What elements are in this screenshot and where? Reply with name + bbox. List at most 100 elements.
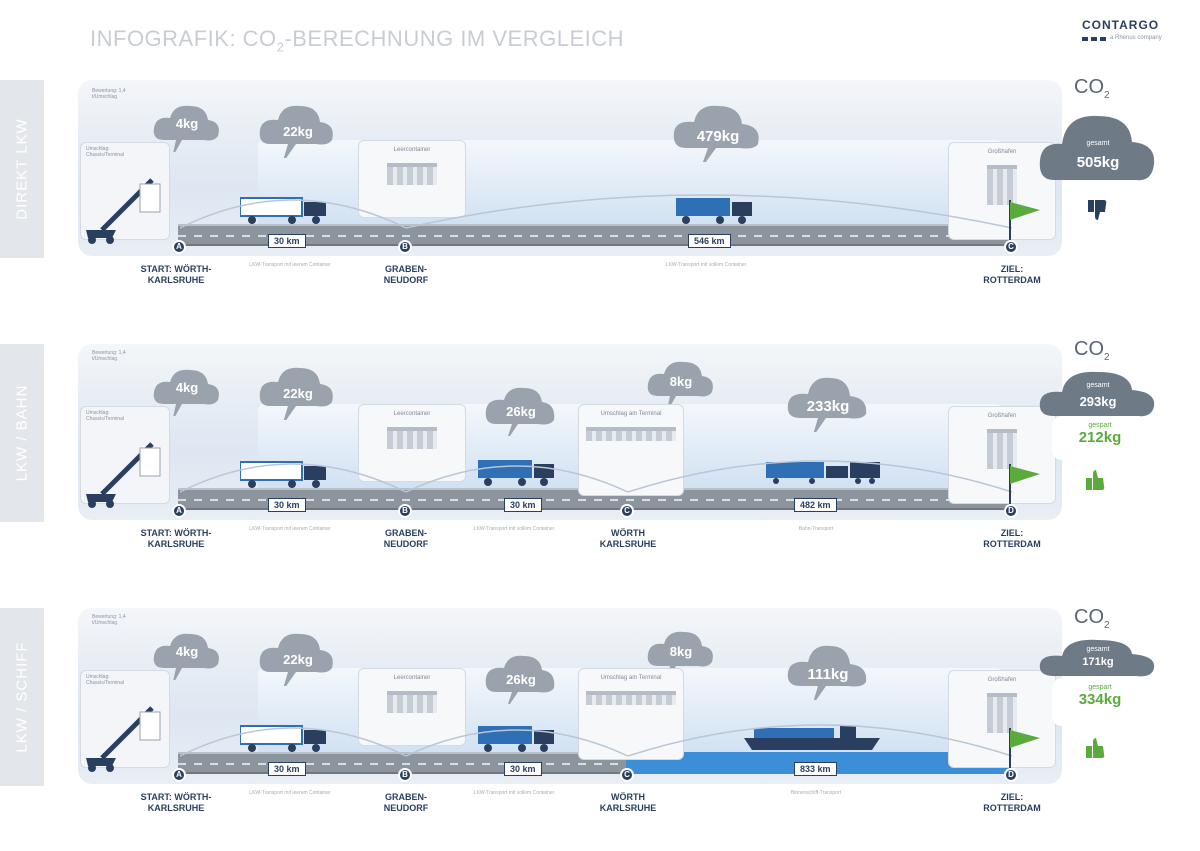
waypoint-c: C: [620, 504, 634, 518]
contargo-logo: CONTARGO a Rhenus company: [1082, 18, 1178, 52]
co2-cloud-icon: [259, 105, 333, 158]
co2-title: CO2: [1074, 338, 1110, 363]
train-icon: [766, 462, 880, 484]
transport-note: LKW-Transport mit leerem Container: [249, 790, 331, 796]
transport-note: LKW-Transport mit leerem Container: [249, 526, 331, 532]
crane-rail-icon: [586, 427, 676, 441]
co2-cloud-icon: [787, 645, 867, 700]
co2-value: 8kg: [669, 644, 693, 659]
result-label: gesamt: [1086, 382, 1110, 389]
co2-value: 8kg: [669, 374, 693, 389]
waypoint-a: A: [172, 240, 186, 254]
co2-value: 26kg: [506, 404, 536, 419]
saving-label: gespart: [1088, 422, 1112, 429]
co2-value: 4kg: [175, 380, 199, 395]
route-row-direkt-lkw: DIREKT LKW Bewertung: 1,4 t/Umschlag Ums…: [0, 72, 1200, 342]
warehouse-icon: [987, 165, 1017, 205]
tab-lkw-bahn[interactable]: LKW / BAHN: [0, 344, 44, 522]
co2-value: 22kg: [283, 124, 313, 139]
transport-note: LKW-Transport mit leerem Container: [249, 262, 331, 268]
warehouse-icon: [987, 693, 1017, 733]
reach-stacker-icon: [86, 178, 161, 244]
transport-note: Bahn-Transport: [798, 526, 834, 532]
transport-note: LKW-Transport mit vollem Container: [473, 790, 555, 796]
crane-info: Bewertung: 1,4 t/Umschlag: [92, 88, 126, 100]
port-box: Großhafen: [948, 670, 1056, 768]
co2-title: CO2: [1074, 606, 1110, 631]
place-start: START: WÖRTH-KARLSRUHE: [140, 528, 212, 549]
waypoint-a: A: [172, 504, 186, 518]
place-depot: GRABEN-NEUDORF: [383, 528, 429, 549]
co2-value: 22kg: [283, 652, 313, 667]
co2-cloud-icon: [485, 655, 555, 704]
co2-value: 26kg: [506, 672, 536, 687]
co2-value: 22kg: [283, 386, 313, 401]
co2-value: 479kg: [696, 128, 740, 145]
transport-note: LKW-Transport mit vollem Container: [665, 262, 747, 268]
saving-box: gespart 212kg: [1052, 416, 1148, 460]
distance-label: 30 km: [268, 762, 306, 776]
result-cloud-icon: [1039, 639, 1155, 677]
empty-depot-box: Leercontainer: [358, 404, 466, 482]
result-cloud-icon: [1039, 115, 1155, 181]
route-arcs: [180, 724, 1013, 757]
logo-text: CONTARGO: [1082, 18, 1160, 32]
logo-dots: [1082, 37, 1106, 41]
waypoint-b: B: [398, 768, 412, 782]
crane-label: Umschlag: Chassis/Terminal: [86, 410, 125, 422]
goal-flag-icon: [1009, 728, 1040, 768]
port-box: Großhafen: [948, 142, 1056, 240]
co2-cloud-icon: [153, 105, 219, 152]
logo-subtitle: a Rhenus company: [1110, 35, 1162, 41]
warehouse-icon: [387, 427, 437, 449]
crane-info: Bewertung: 1,4 t/Umschlag: [92, 614, 126, 626]
route-panel: [78, 80, 1062, 256]
distance-label: 30 km: [504, 498, 542, 512]
distance-label: 546 km: [688, 234, 731, 248]
terminal-handling-box: Umschlag am Terminal: [578, 668, 684, 760]
crane-rail-icon: [586, 691, 676, 705]
place-goal: ZIEL: ROTTERDAM: [983, 264, 1041, 285]
place-goal: ZIEL: ROTTERDAM: [983, 528, 1041, 549]
reach-stacker-icon: [86, 706, 161, 772]
co2-value: 4kg: [175, 644, 199, 659]
route-arcs: [180, 194, 1013, 229]
distance-label: 30 km: [268, 234, 306, 248]
saving-box: gespart 334kg: [1052, 678, 1148, 726]
place-terminal: WÖRTH KARLSRUHE: [599, 528, 657, 549]
co2-cloud-icon: [259, 367, 333, 420]
transport-note: Binnenschiff-Transport: [790, 790, 842, 796]
thumb-up-icon: [1086, 738, 1105, 758]
co2-title: CO2: [1074, 76, 1110, 101]
waypoint-b: B: [398, 240, 412, 254]
empty-depot-box: Leercontainer: [358, 140, 466, 218]
waypoint-d: D: [1004, 504, 1018, 518]
waypoint-a: A: [172, 768, 186, 782]
goal-flag-icon: [1009, 464, 1040, 504]
co2-cloud-icon: [153, 369, 219, 416]
crane-label: Umschlag: Chassis/Terminal: [86, 146, 125, 158]
warehouse-icon: [987, 429, 1017, 469]
road: [178, 224, 1010, 246]
tab-lkw-schiff[interactable]: LKW / SCHIFF: [0, 608, 44, 786]
crane-info: Bewertung: 1,4 t/Umschlag: [92, 350, 126, 362]
saving-value: 334kg: [1078, 691, 1122, 708]
barge-icon: [744, 726, 880, 750]
place-start: START: WÖRTH-KARLSRUHE: [140, 792, 212, 813]
page-title: INFOGRAFIK: CO2-BERECHNUNG IM VERGLEICH: [90, 26, 625, 55]
tab-direkt-lkw[interactable]: DIREKT LKW: [0, 80, 44, 258]
thumb-down-icon: [1088, 200, 1107, 220]
waypoint-c: C: [1004, 240, 1018, 254]
result-value: 171kg: [1082, 656, 1114, 668]
goal-flag-icon: [1009, 200, 1040, 240]
result-label: gesamt: [1086, 646, 1110, 653]
waypoint-d: D: [1004, 768, 1018, 782]
empty-depot-box: Leercontainer: [358, 668, 466, 746]
result-cloud-icon: [1039, 371, 1155, 417]
truck-icon: [676, 198, 752, 224]
co2-value: 111kg: [807, 666, 849, 683]
result-value: 293kg: [1079, 394, 1117, 409]
co2-cloud-icon: [259, 633, 333, 686]
distance-label: 833 km: [794, 762, 837, 776]
warehouse-icon: [387, 691, 437, 713]
